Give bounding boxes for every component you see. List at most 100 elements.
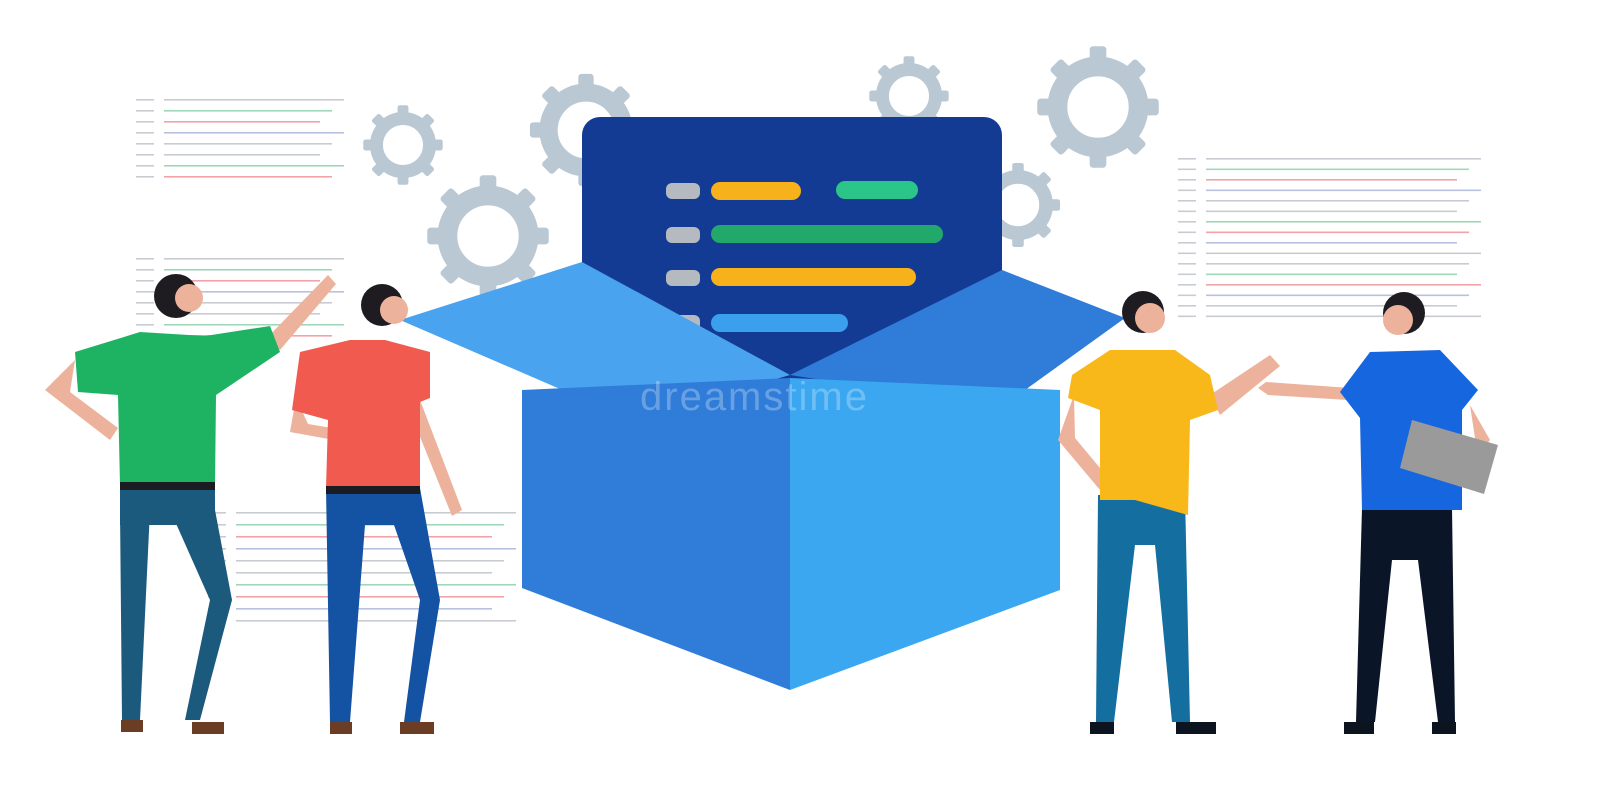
text-line (164, 165, 344, 167)
text-line-bullet (1178, 210, 1196, 213)
shape (1090, 722, 1114, 734)
text-line (164, 176, 332, 178)
gear-icon (1037, 46, 1159, 168)
text-line (164, 291, 344, 293)
shape (1356, 508, 1455, 722)
text-line-bullet (136, 280, 154, 282)
shape (326, 488, 440, 722)
text-line-bullet (1178, 189, 1196, 192)
shape (1344, 722, 1374, 734)
text-line (236, 608, 492, 610)
text-line-bullet (1178, 200, 1196, 202)
text-line-bullet (1178, 221, 1196, 223)
shape (326, 486, 420, 494)
text-line-bullet (136, 143, 154, 145)
bar-1b (836, 181, 918, 199)
text-line (1206, 305, 1457, 307)
text-line-bullet (136, 110, 154, 112)
person-yellow-shirt (1058, 291, 1280, 734)
text-line-bullet (136, 132, 154, 134)
text-line-bullet (1178, 294, 1196, 297)
text-line (1206, 158, 1481, 160)
shape (1096, 495, 1190, 722)
text-line (236, 572, 492, 574)
shape (1058, 395, 1110, 490)
gear-icon (427, 175, 549, 297)
shape (330, 722, 352, 734)
text-line (1206, 273, 1457, 276)
text-line (164, 280, 320, 282)
text-line-bullet (208, 512, 226, 514)
text-line-bullet (136, 176, 154, 178)
gear-ring (437, 185, 539, 287)
text-line (1206, 284, 1481, 286)
gear-icon (363, 105, 443, 185)
text-line (164, 313, 320, 315)
shape (400, 722, 434, 734)
text-line-bullet (136, 302, 154, 304)
text-line-bullet (1178, 158, 1196, 160)
text-line-bullet (136, 121, 154, 123)
text-line (164, 324, 344, 326)
bar-2 (711, 225, 943, 243)
shape (45, 360, 118, 440)
shape (1432, 722, 1456, 734)
text-line-bullet (1178, 315, 1196, 318)
text-line (236, 548, 516, 550)
box-flap-left (400, 262, 790, 420)
shape (380, 296, 408, 324)
text-line-bullet (1178, 273, 1196, 276)
text-line-bullet (136, 258, 154, 260)
text-line (1206, 252, 1481, 255)
text-line-bullet (1178, 242, 1196, 244)
text-line-bullet (1178, 179, 1196, 181)
text-line (1206, 210, 1457, 213)
shape (192, 722, 224, 734)
bullet-2 (666, 227, 700, 243)
box-front-right (790, 378, 1060, 690)
text-line-bullet (1178, 284, 1196, 286)
person-red-shirt (290, 284, 462, 734)
person-blue-shirt (1258, 292, 1498, 734)
shape (175, 284, 203, 312)
text-line (164, 154, 320, 156)
text-line (236, 560, 504, 562)
tablet-icon (1400, 420, 1498, 494)
shape (292, 340, 430, 488)
shape (170, 510, 232, 720)
text-line (164, 110, 332, 112)
text-line (1206, 294, 1469, 297)
text-line-bullet (1178, 305, 1196, 307)
text-line-bullet (136, 324, 154, 326)
text-line (1206, 221, 1481, 223)
shape (75, 326, 280, 485)
text-line-bullet (1178, 263, 1196, 265)
gears-group (363, 46, 1159, 297)
person-green-shirt (45, 274, 336, 734)
gear-ring (1047, 56, 1149, 158)
text-line (1206, 168, 1469, 171)
text-line (236, 620, 516, 622)
shape (1210, 355, 1280, 415)
text-line-bullet (136, 154, 154, 156)
gear-ring (876, 63, 942, 129)
bullet-1 (666, 183, 700, 199)
shape (1135, 303, 1165, 333)
text-line-bullet (1178, 252, 1196, 255)
text-line (1206, 315, 1481, 318)
open-box-icon (400, 262, 1125, 690)
box-flap-right (790, 270, 1125, 408)
text-line (1206, 263, 1469, 265)
text-line (1206, 231, 1469, 234)
text-lines-top-left (136, 99, 344, 178)
shape (1258, 382, 1350, 400)
bar-4 (711, 314, 848, 332)
bar-3 (711, 268, 916, 286)
text-line-bullet (136, 269, 154, 271)
text-line (1206, 200, 1469, 202)
text-line (164, 258, 344, 260)
text-line (164, 269, 332, 271)
text-lines-right (1178, 158, 1481, 318)
